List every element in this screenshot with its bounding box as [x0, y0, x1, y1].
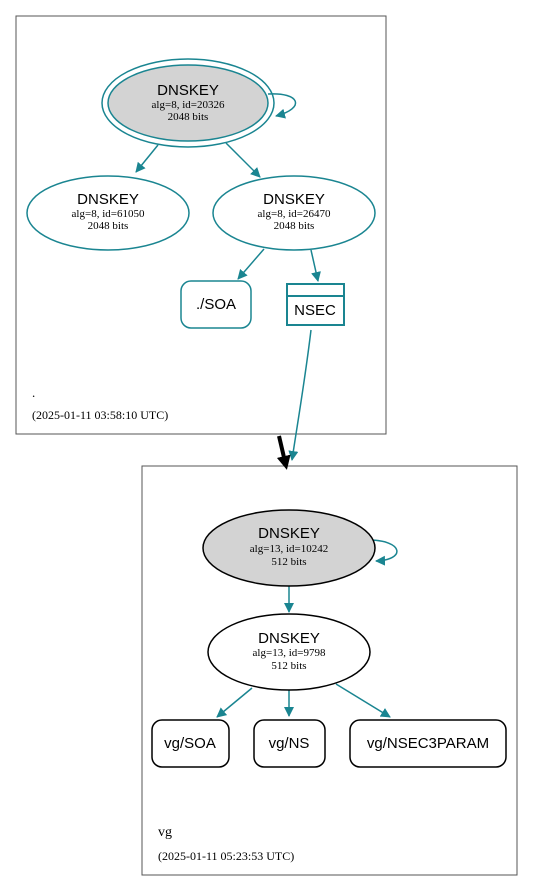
root-ksk-node: DNSKEY alg=8, id=20326 2048 bits: [101, 58, 275, 148]
vg-ns-label: vg/NS: [269, 735, 310, 752]
vg-ksk-title: DNSKEY: [258, 525, 320, 542]
delegation-edge: [276, 435, 291, 470]
vg-soa-node: vg/SOA: [151, 719, 230, 768]
zsk-a-bits: 2048 bits: [88, 220, 129, 232]
root-nsec-label: NSEC: [294, 302, 336, 319]
zsk-b-bits: 2048 bits: [274, 220, 315, 232]
root-zsk-a-node: DNSKEY alg=8, id=61050 2048 bits: [26, 175, 190, 251]
vg-zsk-title: DNSKEY: [258, 630, 320, 647]
vg-zone-cluster: vg (2025-01-11 05:23:53 UTC): [141, 465, 518, 876]
edge-vg-zsk-to-soa: [216, 687, 253, 718]
zsk-a-title: DNSKEY: [77, 191, 139, 208]
vg-ns-node: vg/NS: [253, 719, 326, 768]
root-ksk-self-edge: [267, 93, 297, 119]
edge-root-ksk-to-zsk-b: [225, 142, 261, 178]
zsk-a-alg: alg=8, id=61050: [72, 208, 145, 220]
vg-zone-border: [141, 465, 518, 876]
root-ksk-bits: 2048 bits: [168, 111, 209, 123]
root-zone-name: .: [32, 385, 35, 400]
vg-zsk-alg: alg=13, id=9798: [253, 647, 326, 659]
vg-ksk-node: DNSKEY alg=13, id=10242 512 bits: [202, 509, 376, 587]
vg-nsec3param-node: vg/NSEC3PARAM: [349, 719, 507, 768]
zsk-b-title: DNSKEY: [263, 191, 325, 208]
root-ksk-alg: alg=8, id=20326: [152, 99, 225, 111]
root-ksk-title: DNSKEY: [157, 82, 219, 99]
edge-root-ksk-to-zsk-a: [135, 144, 159, 173]
edge-zsk-b-to-nsec: [310, 249, 321, 282]
zsk-b-alg: alg=8, id=26470: [258, 208, 331, 220]
vg-nsec3param-label: vg/NSEC3PARAM: [367, 735, 489, 752]
root-soa-node: ./SOA: [180, 280, 252, 329]
root-soa-label: ./SOA: [196, 296, 236, 313]
vg-ksk-alg: alg=13, id=10242: [250, 543, 328, 555]
edge-nsec-to-vg-zone: [288, 329, 312, 461]
root-zsk-b-node: DNSKEY alg=8, id=26470 2048 bits: [212, 175, 376, 251]
vg-ksk-bits: 512 bits: [271, 556, 306, 568]
vg-zsk-node: DNSKEY alg=13, id=9798 512 bits: [207, 613, 371, 691]
root-zone-border: [15, 15, 387, 435]
vg-soa-label: vg/SOA: [164, 735, 216, 752]
vg-zone-name: vg: [158, 825, 172, 840]
edge-zsk-b-to-soa: [237, 248, 265, 280]
vg-zone-timestamp: (2025-01-11 05:23:53 UTC): [158, 849, 294, 863]
root-nsec-node: NSEC: [286, 283, 345, 326]
root-zone-cluster: . (2025-01-11 03:58:10 UTC): [15, 15, 387, 435]
vg-zsk-bits: 512 bits: [271, 660, 306, 672]
root-zone-timestamp: (2025-01-11 03:58:10 UTC): [32, 408, 168, 422]
edge-vg-zsk-to-nsec3param: [335, 683, 391, 718]
vg-ksk-self-edge: [367, 539, 398, 566]
